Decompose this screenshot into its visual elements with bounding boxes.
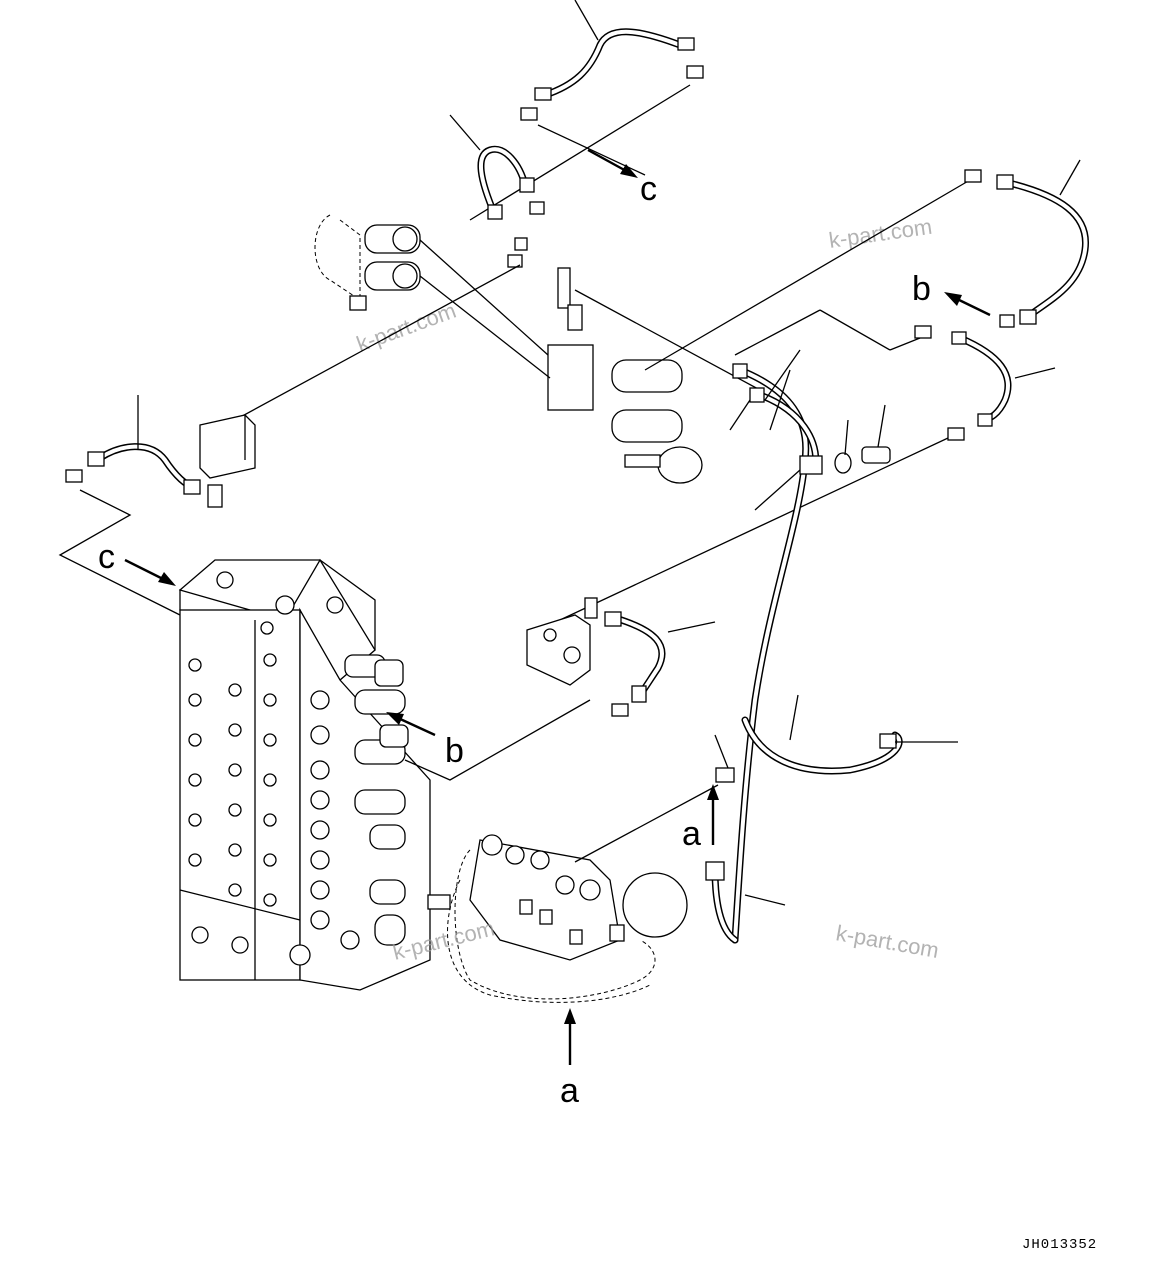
arrow-b-right: b [912, 270, 991, 317]
callout-a-hose: a [682, 815, 701, 853]
washer-bolt [834, 404, 891, 474]
block-left [199, 414, 256, 479]
callout-b-right: b [912, 270, 931, 308]
solenoid-valve-upper [314, 201, 545, 311]
main-control-valve [178, 558, 431, 991]
center-block [419, 239, 594, 411]
solenoid-valve-center [611, 359, 703, 484]
ppc-valve-block [427, 784, 719, 1003]
hose-top [520, 0, 704, 121]
hose-long-vertical [705, 349, 958, 944]
arrow-c-left: c [98, 538, 176, 586]
watermark-4: k-part.com [834, 920, 941, 963]
callout-a-bottom: a [560, 1072, 579, 1110]
callout-b-valve: b [445, 732, 464, 770]
drawing-code: JH013352 [1022, 1237, 1097, 1253]
block-center-hose [526, 597, 716, 717]
hose-right-mid [914, 325, 1056, 441]
arrow-c-top: c [587, 148, 657, 208]
hose-left [65, 395, 223, 508]
arrow-a-hose: a [682, 784, 719, 853]
valve-ports [188, 571, 409, 966]
hose-right-top [964, 159, 1090, 328]
arrow-b-valve: b [386, 712, 464, 770]
hose-u [449, 114, 535, 220]
fitting-a [714, 734, 735, 783]
callout-c-top: c [640, 170, 657, 208]
watermark-2: k-part.com [827, 214, 933, 253]
callout-c-left: c [98, 538, 115, 576]
arrow-a-bottom: a [560, 1008, 579, 1110]
